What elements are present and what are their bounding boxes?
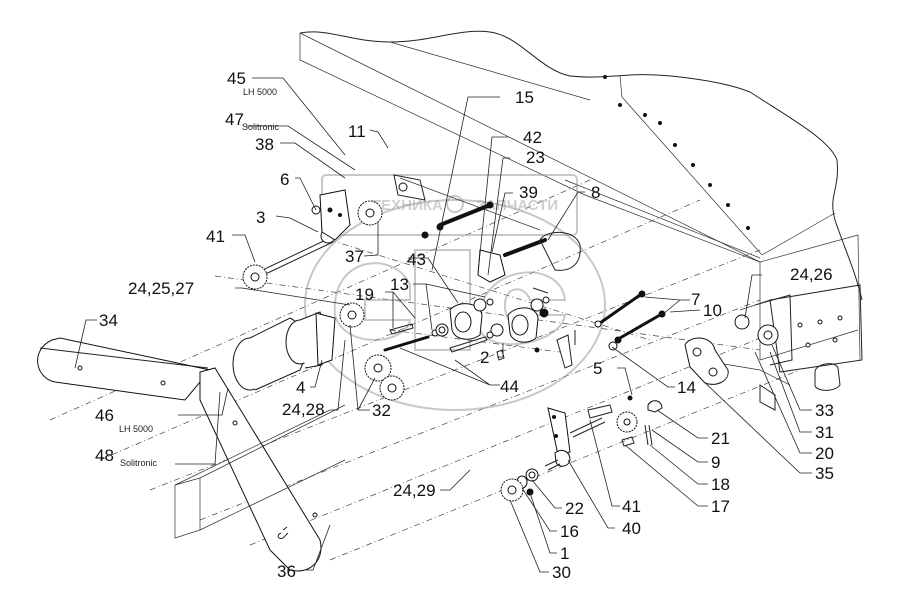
callout-1: 1 [560,544,569,563]
callout-36: 36 [277,562,296,581]
callout-45: 45 [227,69,246,88]
bearing-assembly [383,201,581,369]
callout-40: 40 [622,519,641,538]
callout-8: 8 [591,183,600,202]
callout-24-29: 24,29 [393,481,436,500]
callout-47-note: Solitronic [242,122,280,132]
callout-9: 9 [711,453,720,472]
callout-48: 48 [95,446,114,465]
callouts: 45 LH 5000 47 Solitronic 38 11 6 3 41 37… [95,69,834,582]
callout-7: 7 [691,290,700,309]
callout-35: 35 [815,464,834,483]
callout-22: 22 [565,499,584,518]
callout-34: 34 [99,311,118,330]
callout-14: 14 [677,378,696,397]
chain-case-right [684,294,793,385]
callout-39: 39 [519,183,538,202]
callout-13: 13 [390,275,409,294]
callout-2: 2 [480,348,489,367]
callout-4: 4 [296,378,305,397]
callout-37: 37 [345,247,364,266]
callout-24-26: 24,26 [790,265,833,284]
callout-41-lower: 41 [622,497,641,516]
callout-16: 16 [560,522,579,541]
callout-46-note: LH 5000 [119,424,153,434]
callout-17: 17 [711,497,730,516]
callout-24-28: 24,28 [282,400,325,419]
lower-shaft-assembly [500,395,663,502]
callout-31: 31 [815,423,834,442]
callout-24-25-27: 24,25,27 [128,279,194,298]
callout-6: 6 [280,170,289,189]
callout-30: 30 [552,563,571,582]
tension-rods [594,290,666,351]
right-end-panel [699,284,863,411]
callout-38: 38 [255,135,274,154]
callout-20: 20 [815,444,834,463]
callout-21: 21 [711,429,730,448]
callout-41-upper: 41 [206,227,225,246]
leader-lines [74,77,812,573]
callout-48-note: Solitronic [120,458,158,468]
hopper-housing [299,30,863,361]
callout-10: 10 [703,301,722,320]
callout-3: 3 [256,208,265,227]
callout-47: 47 [225,110,244,129]
watermark: ТЕХНИКА ЗАПЧАСТИ [304,174,606,411]
callout-46: 46 [95,406,114,425]
callout-32: 32 [372,401,391,420]
motor [232,311,336,391]
callout-15: 15 [515,88,534,107]
callout-43: 43 [407,250,426,269]
callout-42: 42 [523,128,542,147]
callout-11: 11 [348,122,366,141]
callout-33: 33 [815,401,834,420]
left-hitch-beam [37,337,346,572]
callout-45-note: LH 5000 [243,87,277,97]
callout-23: 23 [526,148,545,167]
callout-44: 44 [500,377,519,396]
callout-19: 19 [355,285,374,304]
callout-5: 5 [593,359,602,378]
callout-18: 18 [711,475,730,494]
